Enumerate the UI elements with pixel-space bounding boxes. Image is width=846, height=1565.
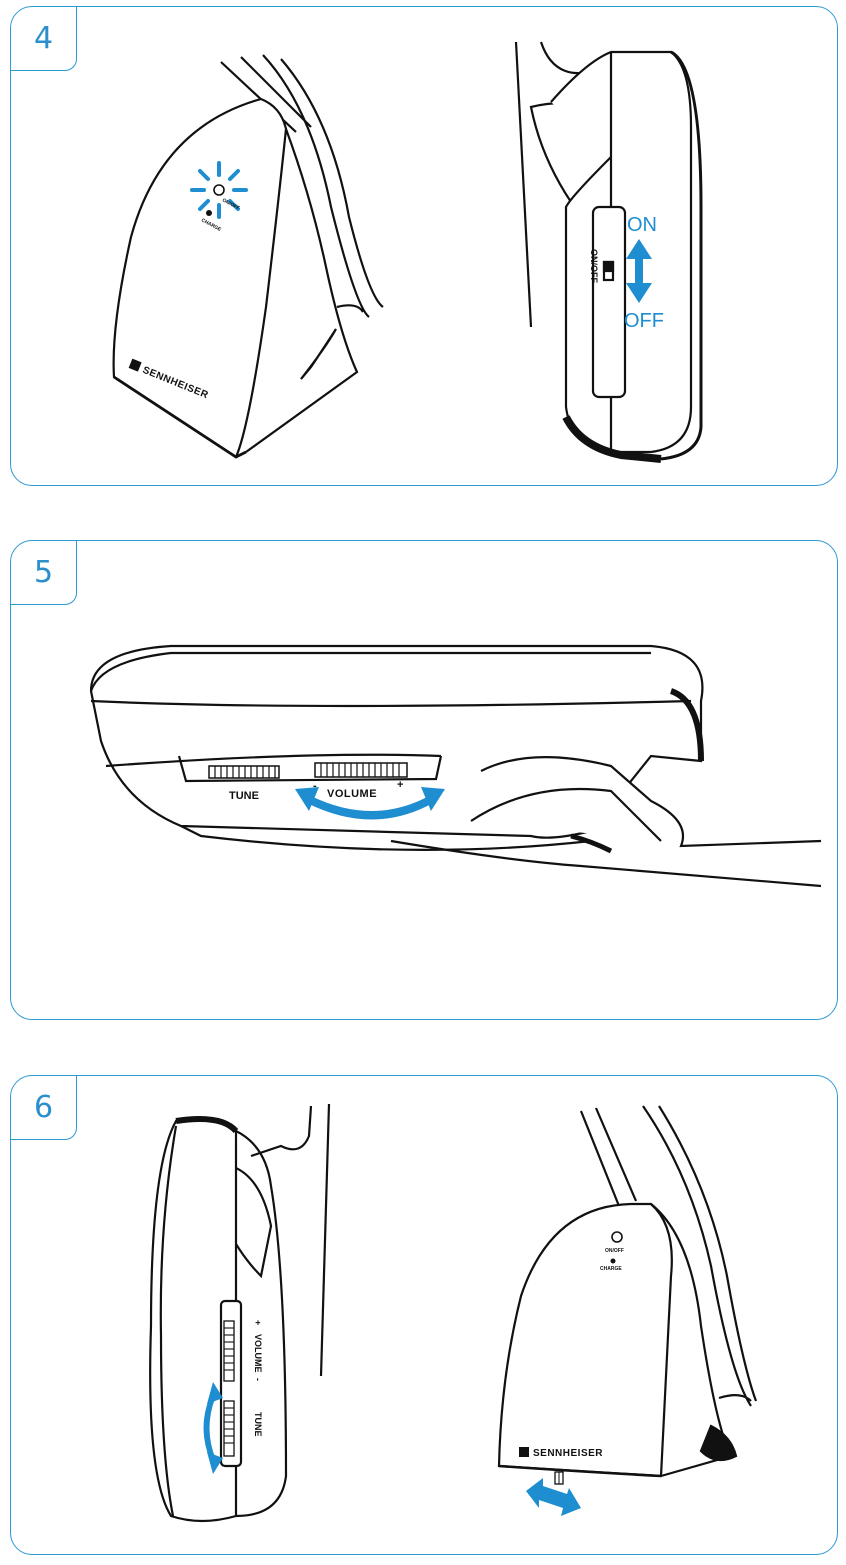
step-number: 6: [11, 1076, 77, 1140]
channel-switch[interactable]: [554, 1471, 564, 1485]
volume-label: VOLUME: [327, 788, 377, 800]
off-label: OFF: [624, 310, 664, 332]
step-panel-4: 4 ON/OFF CHARGE: [10, 6, 838, 486]
step-panel-5: 5: [10, 540, 838, 1020]
tune-wheel[interactable]: [223, 1400, 235, 1457]
headphone-side-view: [514, 41, 703, 463]
on-label: ON: [627, 214, 657, 236]
headphone-front-view: [112, 54, 384, 459]
headphone-side-view: [149, 1103, 331, 1523]
tune-label: TUNE: [253, 1412, 263, 1437]
tune-adjust-arrow-icon: [203, 1382, 223, 1474]
volume-wheel[interactable]: [223, 1320, 235, 1382]
volume-plus: +: [253, 1320, 263, 1325]
charge-led-icon: [610, 1258, 616, 1264]
headphone-bottom-view: [89, 644, 822, 888]
volume-label: VOLUME: [253, 1334, 263, 1373]
illustration-step-4: ON/OFF CHARGE SENNHEISER ON/OFF ON OFF: [112, 41, 703, 463]
charge-led-icon: [206, 210, 212, 216]
charge-label: CHARGE: [600, 1266, 622, 1272]
on-off-button-icon[interactable]: [213, 184, 225, 196]
illustration-step-5: TUNE VOLUME - +: [89, 644, 822, 888]
switch-label: ON/OFF: [589, 249, 599, 283]
led-blink-icon: [190, 161, 248, 219]
brand-text: SENNHEISER: [533, 1448, 603, 1459]
on-off-button[interactable]: [611, 1231, 623, 1243]
tune-wheel[interactable]: [208, 765, 280, 779]
volume-minus: -: [313, 780, 317, 792]
volume-minus: -: [253, 1378, 263, 1381]
channel-switch-arrow-icon: [526, 1478, 581, 1516]
illustration-step-6: VOLUME + - TUNE ON/OFF CHARGE SENNHEI: [149, 1103, 758, 1523]
volume-adjust-arrow-icon: [295, 787, 445, 820]
step-panel-6: 6: [10, 1075, 838, 1555]
sennheiser-logo: SENNHEISER: [519, 1447, 603, 1459]
on-off-arrow-icon: [626, 239, 652, 303]
step-number: 5: [11, 541, 77, 605]
volume-plus: +: [397, 779, 403, 791]
on-off-small-label: ON/OFF: [605, 1248, 624, 1254]
volume-wheel[interactable]: [314, 762, 408, 778]
tune-label: TUNE: [229, 790, 259, 802]
step-number: 4: [11, 7, 77, 71]
headphone-front-view: [497, 1105, 758, 1478]
